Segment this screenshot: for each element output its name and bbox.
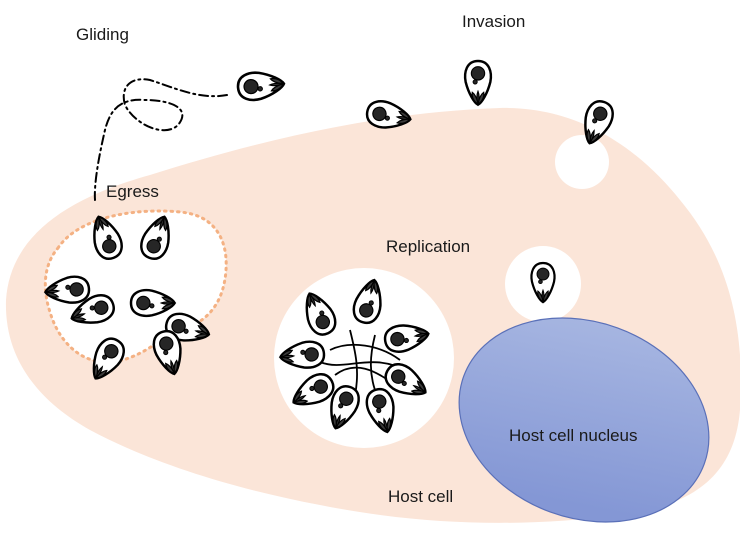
parasite-gliding xyxy=(235,68,287,103)
invasion-pit xyxy=(555,135,609,189)
label-replication: Replication xyxy=(386,237,471,256)
gliding-trail xyxy=(93,78,228,201)
label-gliding: Gliding xyxy=(76,25,129,44)
host-cell-nucleus xyxy=(458,317,710,523)
label-host-cell: Host cell xyxy=(388,487,454,506)
label-egress: Egress xyxy=(106,182,159,201)
parasite-invasion xyxy=(463,59,493,106)
label-host-cell-nucleus: Host cell nucleus xyxy=(509,426,638,445)
label-invasion: Invasion xyxy=(462,12,526,31)
